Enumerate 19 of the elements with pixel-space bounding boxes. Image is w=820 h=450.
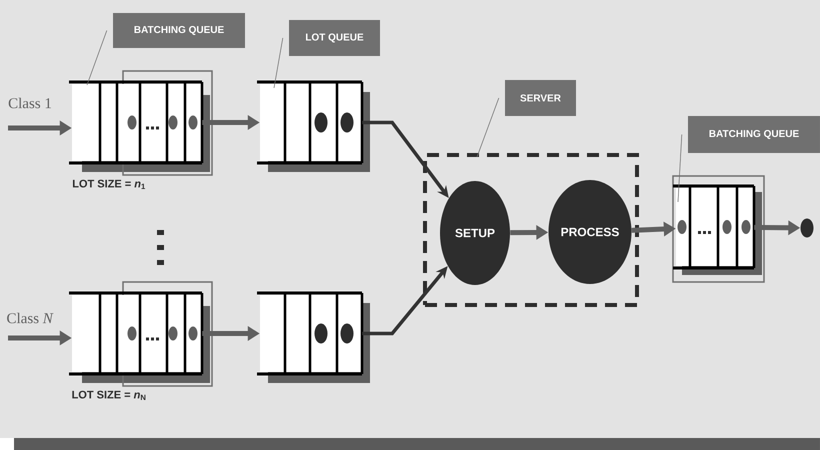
callout-box: LOT QUEUE (289, 20, 380, 56)
leader-line (476, 98, 500, 158)
queue-drawing (257, 292, 370, 383)
queue-drawing (672, 175, 765, 283)
leader-line (678, 134, 682, 202)
callout-box: BATCHING QUEUE (113, 13, 245, 48)
queue-drawing (69, 70, 213, 176)
queue-drawing (257, 80, 370, 172)
callout-box: BATCHING QUEUE (688, 116, 820, 153)
server-box (423, 153, 639, 307)
class-label: Class N (7, 312, 54, 324)
output-dot (800, 218, 814, 238)
lot-size-label: LOT SIZE = n$_{N}$ (72, 390, 146, 400)
lot-size-label: LOT SIZE = n$_{1}$ (72, 180, 146, 190)
leader-line (86, 30, 108, 86)
leader-line (274, 38, 284, 88)
callout-box: SERVER (505, 80, 576, 116)
class-label: Class 1 (8, 98, 51, 108)
queue-drawing (69, 281, 213, 387)
